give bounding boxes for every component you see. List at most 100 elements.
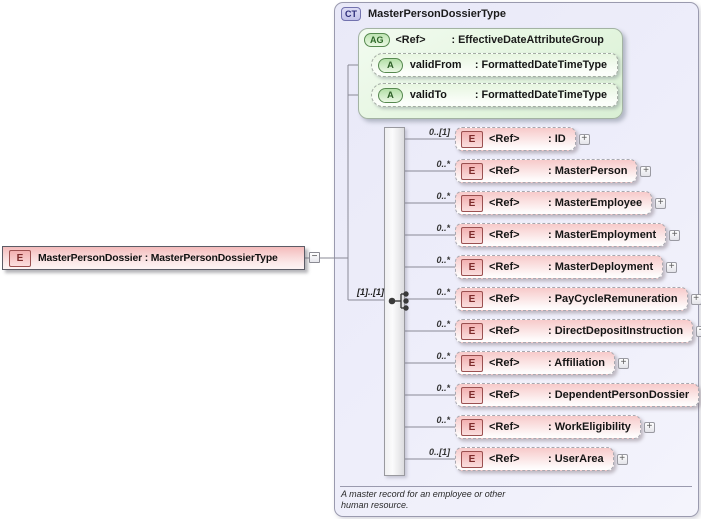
element-row-PayCycleRemuneration: 0..* E <Ref> : PayCycleRemuneration + [436,287,701,311]
element-ref: <Ref> [489,133,520,145]
element-ref: <Ref> [489,197,520,209]
expand-icon[interactable]: + [618,357,630,369]
element-ref-box[interactable]: E <Ref> : DirectDepositInstruction [455,319,694,343]
attribute-type: : FormattedDateTimeType [474,59,608,71]
element-ref-box[interactable]: E <Ref> : MasterEmployee [455,191,653,215]
element-type: : PayCycleRemuneration [548,293,678,305]
element-ref-box[interactable]: E <Ref> : WorkEligibility [455,415,641,439]
expand-icon[interactable]: + [578,133,590,145]
element-ref: <Ref> [489,357,520,369]
attribute-badge: A [378,57,403,73]
sequence-cardinality-label: [1]..[1] [357,287,384,297]
element-badge: E [461,290,483,308]
element-badge: E [461,226,483,244]
complex-type-title: MasterPersonDossierType [368,8,506,20]
element-type: : WorkEligibility [548,421,631,433]
element-ref: <Ref> [489,229,520,241]
element-row-DependentPersonDossier: 0..* E <Ref> : DependentPersonDossier + [436,383,701,407]
cardinality-label: 0..[1] [428,127,450,137]
element-row-DirectDepositInstruction: 0..* E <Ref> : DirectDepositInstruction … [436,319,701,343]
annotation-divider [340,486,692,487]
cardinality-label: 0..* [436,319,450,329]
element-badge: E [461,450,483,468]
element-row-MasterEmployee: 0..* E <Ref> : MasterEmployee + [436,191,667,215]
element-type: : DependentPersonDossier [548,389,690,401]
element-type: : UserArea [548,453,604,465]
element-type: : ID [548,133,566,145]
expand-icon[interactable]: + [696,325,701,337]
element-row-WorkEligibility: 0..* E <Ref> : WorkEligibility + [436,415,655,439]
complex-type-header: CT MasterPersonDossierType [341,7,506,21]
element-ref-box[interactable]: E <Ref> : MasterEmployment [455,223,667,247]
expand-icon[interactable]: + [640,165,652,177]
cardinality-label: 0..* [436,287,450,297]
element-row-MasterDeployment: 0..* E <Ref> : MasterDeployment + [436,255,678,279]
expand-icon[interactable]: + [666,261,678,273]
attribute-type: : FormattedDateTimeType [474,89,608,101]
cardinality-label: 0..* [436,159,450,169]
element-badge: E [461,354,483,372]
element-row-ID: 0..[1] E <Ref> : ID + [429,127,590,151]
attribute-name: validFrom [409,59,462,71]
collapse-icon[interactable]: − [309,252,320,263]
attribute-badge: A [378,87,403,103]
element-ref-box[interactable]: E <Ref> : Affiliation [455,351,616,375]
element-type: : MasterEmployee [548,197,643,209]
expand-icon[interactable]: + [669,229,681,241]
expand-icon[interactable]: + [655,197,667,209]
complex-type-badge: CT [341,7,361,21]
element-ref-box[interactable]: E <Ref> : PayCycleRemuneration [455,287,688,311]
element-badge: E [461,386,483,404]
element-badge: E [461,322,483,340]
element-badge: E [461,418,483,436]
attribute-name: validTo [409,89,447,101]
element-ref: <Ref> [489,261,520,273]
element-ref: <Ref> [489,421,520,433]
element-type: : Affiliation [548,357,606,369]
element-row-Affiliation: 0..* E <Ref> : Affiliation + [436,351,630,375]
element-row-MasterEmployment: 0..* E <Ref> : MasterEmployment + [436,223,681,247]
cardinality-label: 0..* [436,351,450,361]
attribute-group-header: AG <Ref> : EffectiveDateAttributeGroup [364,33,604,47]
attribute-row-validFrom[interactable]: A validFrom : FormattedDateTimeType [371,53,619,77]
expand-icon[interactable]: + [616,453,628,465]
cardinality-label: 0..* [436,191,450,201]
element-type: : DirectDepositInstruction [548,325,684,337]
element-ref: <Ref> [489,325,520,337]
sequence-icon[interactable] [386,290,412,312]
element-ref-box[interactable]: E <Ref> : DependentPersonDossier [455,383,700,407]
element-badge: E [461,162,483,180]
main-element-box[interactable]: E MasterPersonDossier : MasterPersonDoss… [2,246,305,270]
annotation-line: human resource. [341,500,409,510]
element-ref-box[interactable]: E <Ref> : MasterPerson [455,159,638,183]
cardinality-label: 0..* [436,255,450,265]
element-ref: <Ref> [489,165,520,177]
element-badge: E [9,249,31,267]
cardinality-label: 0..* [436,383,450,393]
expand-icon[interactable]: + [690,293,701,305]
element-ref-box[interactable]: E <Ref> : UserArea [455,447,614,471]
element-ref-box[interactable]: E <Ref> : MasterDeployment [455,255,664,279]
annotation-line: A master record for an employee or other [341,489,506,499]
element-type: : MasterPerson [548,165,628,177]
element-ref: <Ref> [489,293,520,305]
element-badge: E [461,258,483,276]
element-ref-box[interactable]: E <Ref> : ID [455,127,576,151]
attribute-group-type: : EffectiveDateAttributeGroup [451,34,604,46]
element-badge: E [461,130,483,148]
expand-icon[interactable]: + [643,421,655,433]
element-ref: <Ref> [489,453,520,465]
cardinality-label: 0..* [436,415,450,425]
element-row-MasterPerson: 0..* E <Ref> : MasterPerson + [436,159,652,183]
cardinality-label: 0..* [436,223,450,233]
attribute-group-ref: <Ref> [395,34,426,46]
element-badge: E [461,194,483,212]
attribute-row-validTo[interactable]: A validTo : FormattedDateTimeType [371,83,619,107]
cardinality-label: 0..[1] [428,447,450,457]
element-ref: <Ref> [489,389,520,401]
element-type: : MasterEmployment [548,229,657,241]
element-row-UserArea: 0..[1] E <Ref> : UserArea + [429,447,628,471]
annotation-text: A master record for an employee or other… [341,489,505,511]
element-type: : MasterDeployment [548,261,654,273]
